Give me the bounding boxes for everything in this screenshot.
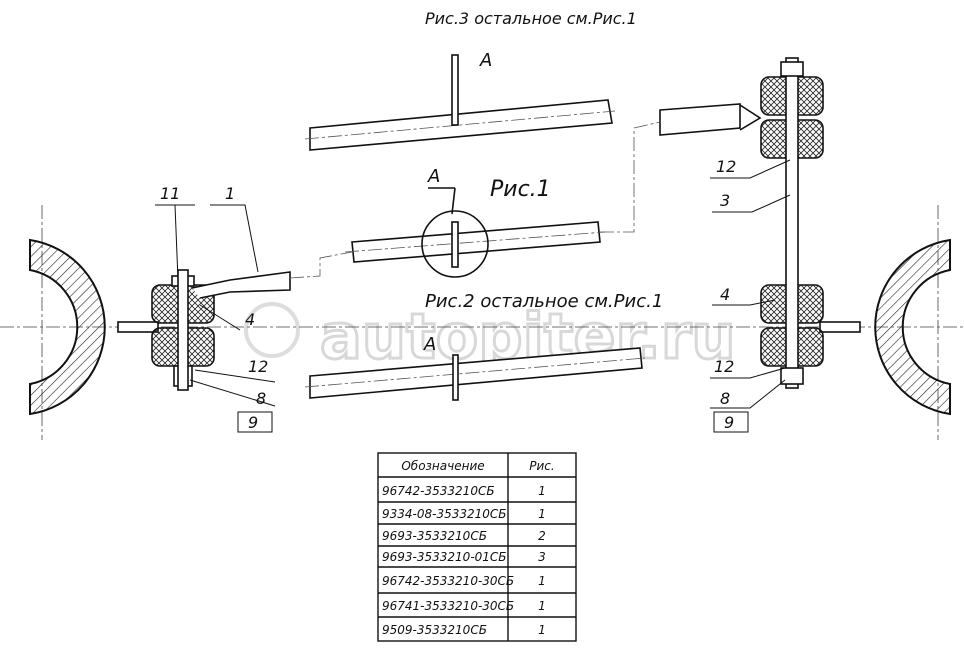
callout-4: 4 [245,310,255,329]
table-cell: 1 [538,623,546,637]
callout-4: 4 [720,285,730,304]
right-wheel-section [874,238,951,416]
table-cell: 9693-3533210-01СБ [382,550,507,564]
view-a-label: А [479,50,492,71]
table-header: Рис. [529,459,554,473]
view-a-circle [421,210,489,278]
callout-9: 9 [724,413,734,432]
table-cell: 96741-3533210-30СБ [382,599,514,613]
table-cell: 9693-3533210СБ [382,529,487,543]
stud-fig3 [451,54,459,126]
table-header: Обозначение [401,459,484,473]
table-cell: 2 [538,529,546,543]
right-bushing-assembly [739,57,824,389]
callout-8: 8 [256,389,266,408]
left-wheel-section [29,238,106,416]
designation-table [377,452,577,642]
bar-fig2 [309,347,643,399]
table-cell: 1 [538,484,546,498]
fig2-title: Рис.2 остальное см.Рис.1 [425,291,663,312]
callout-8: 8 [720,389,730,408]
callout-11: 11 [160,184,180,203]
table-cell: 1 [538,574,546,588]
fig3-title: Рис.3 остальное см.Рис.1 [425,9,637,28]
left-bushing-assembly [151,269,291,391]
view-a-label: А [423,334,436,355]
table-cell: 1 [538,507,546,521]
table-cell: 96742-3533210СБ [382,484,495,498]
table-cell: 9334-08-3533210СБ [382,507,507,521]
callout-1: 1 [225,184,235,203]
stud-fig1 [451,221,459,268]
table-cell: 9509-3533210СБ [382,623,487,637]
view-a-label: А [427,166,440,187]
right-arm-plate [819,321,861,333]
table-cell: 1 [538,599,546,613]
table-cell: 3 [538,550,546,564]
spring-bars [309,99,741,399]
bar-fig1 [351,221,601,263]
stud-fig2 [452,354,459,401]
callout-12: 12 [248,357,268,376]
callout-12: 12 [714,357,734,376]
callout-12: 12 [716,157,736,176]
left-arm-plate [117,321,159,333]
callout-3: 3 [720,191,730,210]
callout-9: 9 [248,413,258,432]
fig1-title: Рис.1 [490,177,551,202]
bar-fig3-right [659,103,741,136]
table-cell: 96742-3533210-30СБ [382,574,514,588]
